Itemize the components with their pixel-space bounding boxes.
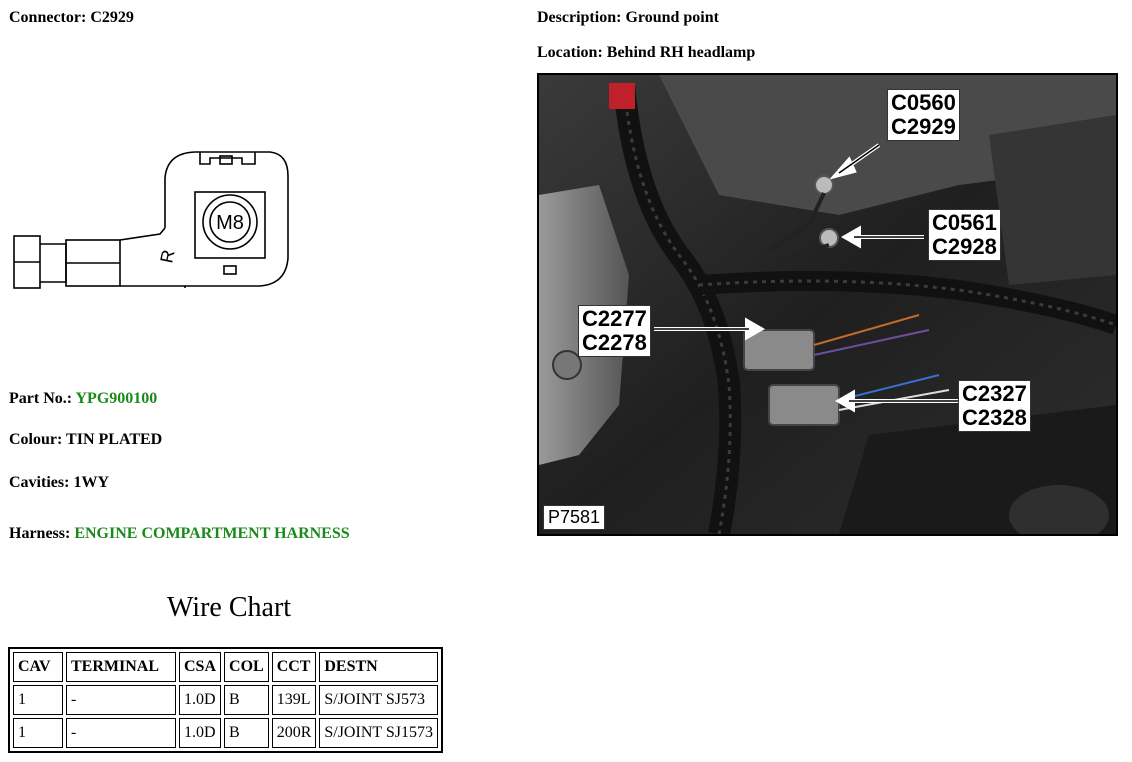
stud-outer-ring: [202, 194, 258, 250]
cell-cav: 1: [13, 685, 63, 715]
header-destn: DESTN: [319, 652, 438, 682]
cell-cav: 1: [13, 718, 63, 748]
location-photo: C0560 C2929 C0561 C2928 C2277 C2278 C232…: [537, 73, 1118, 536]
part-no-label: Part No.:: [9, 390, 73, 407]
connector-block: [743, 329, 815, 371]
description-label: Description:: [537, 9, 622, 26]
colour-label: Colour:: [9, 431, 63, 448]
cell-cct: 200R: [271, 718, 317, 748]
cell-destn: S/JOINT SJ573: [319, 685, 438, 715]
location-field: Location: Behind RH headlamp: [537, 44, 755, 62]
ring-terminal-body: [164, 151, 289, 287]
callout-c0561-c2928: C0561 C2928: [928, 209, 1001, 261]
location-label: Location:: [537, 44, 603, 61]
cell-csa: 1.0D: [179, 718, 222, 748]
callout-c0560-c2929: C0560 C2929: [887, 89, 960, 141]
cell-col: B: [224, 718, 269, 748]
connector-value: C2929: [90, 9, 134, 26]
description-value: Ground point: [625, 9, 719, 26]
connector-block: [768, 384, 840, 426]
wire-chart-header-row: CAV TERMINAL CSA COL CCT DESTN: [13, 652, 438, 682]
header-cav: CAV: [13, 652, 63, 682]
cavities-label: Cavities:: [9, 474, 70, 491]
callout-line: C2277: [582, 306, 647, 331]
table-row: 1 - 1.0D B 139L S/JOINT SJ573: [13, 685, 438, 715]
callout-line: C2278: [582, 330, 647, 355]
cell-cct: 139L: [271, 685, 317, 715]
connector-diagram: M8 R: [13, 151, 289, 289]
part-no-value[interactable]: YPG900100: [75, 390, 158, 407]
header-terminal: TERMINAL: [66, 652, 176, 682]
bolt-head: [552, 350, 582, 380]
callout-line: C2928: [932, 234, 997, 259]
wire-neck: [40, 243, 67, 283]
location-value: Behind RH headlamp: [606, 44, 756, 61]
stud-size-text: M8: [216, 212, 244, 234]
cell-terminal: -: [66, 685, 176, 715]
table-row: 1 - 1.0D B 200R S/JOINT SJ1573: [13, 718, 438, 748]
cell-destn: S/JOINT SJ1573: [319, 718, 438, 748]
harness-label: Harness:: [9, 525, 71, 542]
part-no-field: Part No.: YPG900100: [9, 390, 157, 408]
callout-line: C0561: [932, 210, 997, 235]
callout-c2327-c2328: C2327 C2328: [958, 380, 1031, 432]
callout-c2277-c2278: C2277 C2278: [578, 305, 651, 357]
colour-value: TIN PLATED: [66, 431, 163, 448]
terminal-plate: [194, 191, 266, 259]
connector-field: Connector: C2929: [9, 9, 134, 27]
terminal-mark-text: R: [156, 248, 178, 265]
cell-col: B: [224, 685, 269, 715]
cell-csa: 1.0D: [179, 685, 222, 715]
colour-field: Colour: TIN PLATED: [9, 431, 162, 449]
ground-stud: [819, 228, 839, 248]
callout-line: C2328: [962, 405, 1027, 430]
harness-field: Harness: ENGINE COMPARTMENT HARNESS: [9, 525, 350, 543]
cell-terminal: -: [66, 718, 176, 748]
photo-id-label: P7581: [543, 505, 606, 530]
header-csa: CSA: [179, 652, 222, 682]
wire-chart-table: CAV TERMINAL CSA COL CCT DESTN 1 - 1.0D …: [8, 647, 443, 753]
header-cct: CCT: [271, 652, 317, 682]
cavities-field: Cavities: 1WY: [9, 474, 109, 492]
callout-line: C0560: [891, 90, 956, 115]
stud-inner-ring: [209, 201, 251, 243]
callout-line: C2327: [962, 381, 1027, 406]
red-tape: [609, 83, 635, 109]
wire-chart-title: Wire Chart: [167, 592, 292, 623]
harness-value[interactable]: ENGINE COMPARTMENT HARNESS: [74, 525, 350, 542]
connector-label: Connector:: [9, 9, 87, 26]
cavities-value: 1WY: [73, 474, 109, 491]
description-field: Description: Ground point: [537, 9, 719, 27]
header-col: COL: [224, 652, 269, 682]
engine-bay-illustration: [539, 75, 1116, 534]
callout-line: C2929: [891, 114, 956, 139]
